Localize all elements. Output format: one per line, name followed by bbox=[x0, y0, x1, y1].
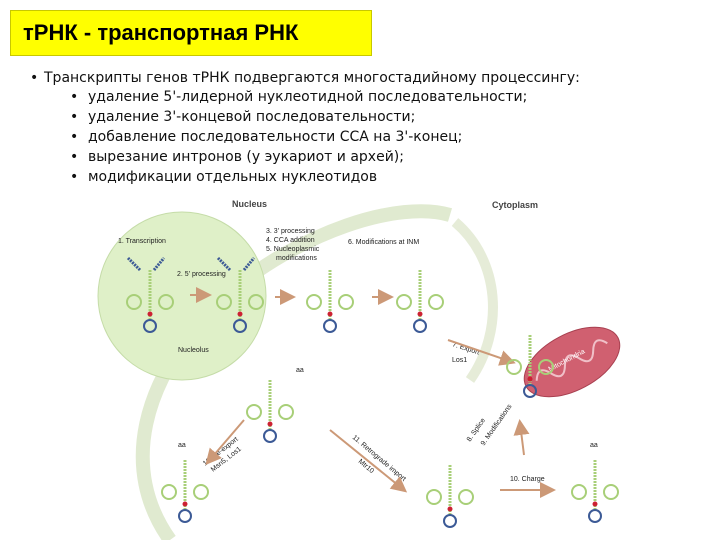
title-banner: тРНК - транспортная РНК bbox=[10, 10, 372, 56]
trna-icon bbox=[246, 380, 294, 443]
arrow bbox=[447, 339, 516, 366]
mitochondrion: Mitochondria bbox=[523, 326, 621, 398]
arrow bbox=[513, 419, 530, 456]
step-modifications: modifications bbox=[276, 255, 317, 262]
step-inm: 6. Modifications at INM bbox=[348, 239, 419, 246]
lead-bullet: • Транскрипты генов тРНК подвергаются мно… bbox=[30, 70, 580, 86]
aa-label: aa bbox=[590, 442, 598, 449]
aa-label: aa bbox=[296, 367, 304, 374]
trna-icon bbox=[216, 256, 264, 333]
step-5prime: 2. 5' processing bbox=[177, 271, 226, 278]
trna-icon bbox=[306, 270, 354, 333]
nuclear-envelope bbox=[451, 218, 498, 383]
bullet-dot: • bbox=[30, 70, 39, 86]
nucleolus-region bbox=[97, 211, 267, 381]
arrow bbox=[205, 419, 245, 466]
step-retrograde: 11. Retrograde import bbox=[351, 434, 407, 483]
trna-icon bbox=[126, 256, 174, 333]
trna-icon bbox=[396, 270, 444, 333]
step-los1: Los1 bbox=[452, 357, 467, 364]
step-transcription: 1. Transcription bbox=[118, 238, 166, 245]
trna-molecules bbox=[126, 256, 619, 528]
list-item: •вырезание интронов (у эукариот и архей)… bbox=[70, 149, 404, 165]
list-item: •удаление 5'-лидерной нуклеотидной после… bbox=[70, 89, 528, 105]
list-item: •модификации отдельных нуклеотидов bbox=[70, 169, 378, 185]
list-item: •удаление 3'-концевой последовательности… bbox=[70, 109, 416, 125]
sub-bullet-list: •удаление 5'-лидерной нуклеотидной после… bbox=[70, 87, 527, 187]
nucleolus-label: Nucleolus bbox=[178, 347, 209, 354]
list-item: •добавление последовательности CCA на 3'… bbox=[70, 129, 463, 145]
nucleus-label: Nucleus bbox=[232, 199, 267, 209]
step-nucleoplasmic: 5. Nucleoplasmic bbox=[266, 246, 320, 253]
step-3prime: 3. 3' processing bbox=[266, 228, 315, 235]
step-mtr10: Mtr10 bbox=[357, 458, 375, 475]
trna-icon bbox=[426, 465, 474, 528]
slide-title: тРНК - транспортная РНК bbox=[23, 20, 299, 45]
trna-icon bbox=[161, 460, 209, 523]
arrow bbox=[329, 429, 408, 493]
lead-text: Транскрипты генов тРНК подвергаются мног… bbox=[44, 70, 580, 86]
trna-icon bbox=[506, 335, 554, 398]
step-cca: 4. CCA addition bbox=[266, 237, 315, 244]
aa-label: aa bbox=[178, 442, 186, 449]
step-charge: 10. Charge bbox=[510, 476, 545, 483]
trna-icon bbox=[571, 460, 619, 523]
cytoplasm-label: Cytoplasm bbox=[492, 200, 538, 210]
step-mods: 9. Modifications bbox=[480, 403, 514, 447]
